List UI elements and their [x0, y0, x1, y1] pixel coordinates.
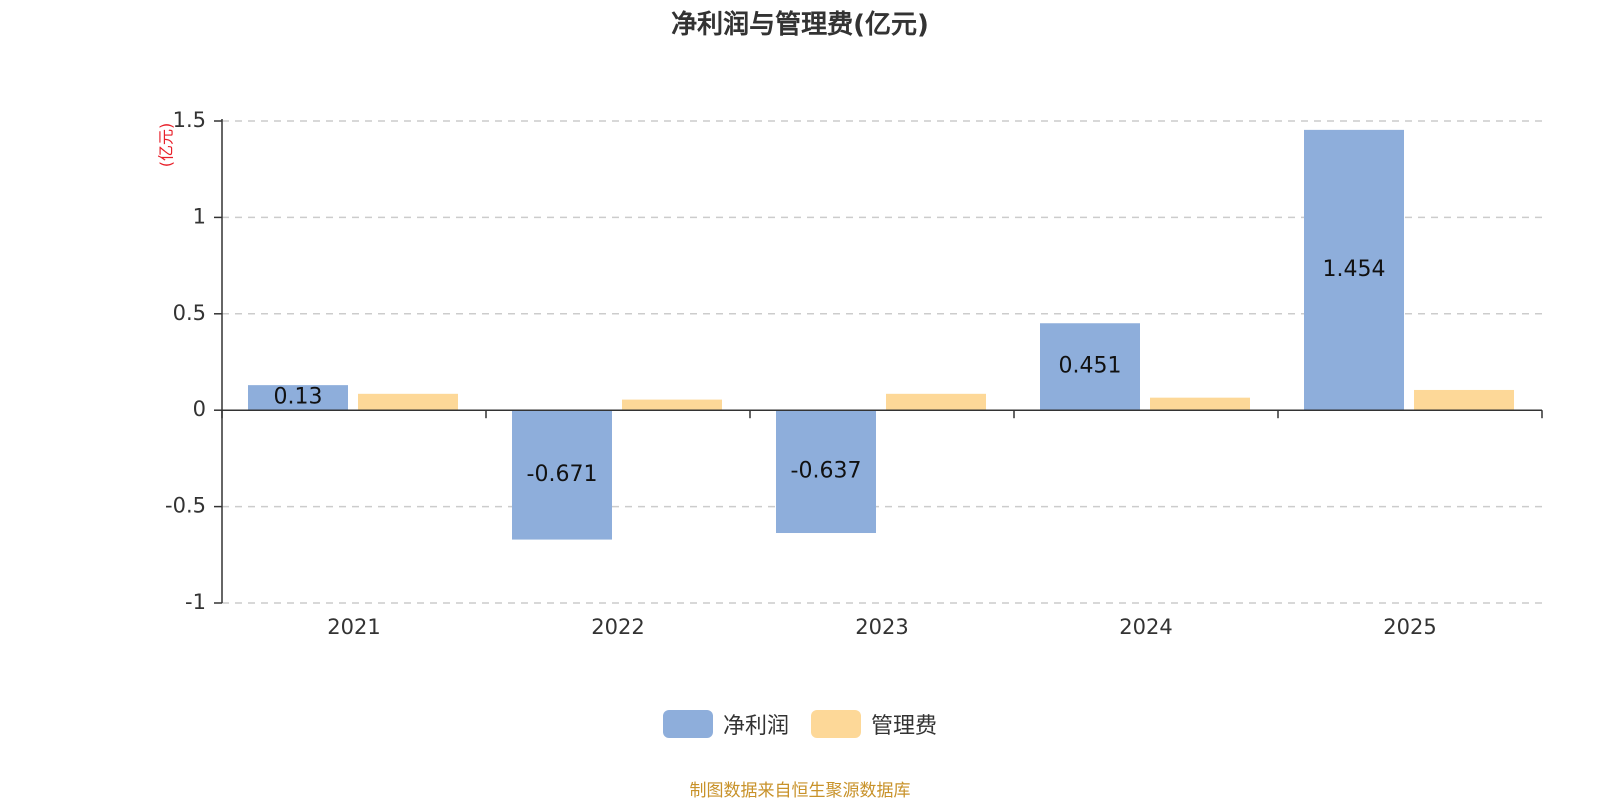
legend-swatch-admin-expense [811, 710, 861, 738]
bar-admin-expense [886, 393, 986, 411]
legend-item-admin-expense[interactable]: 管理费 [811, 708, 937, 740]
bar-admin-expense [358, 393, 458, 411]
bar-admin-expense [622, 399, 722, 411]
data-label: -0.637 [791, 459, 862, 484]
x-tick-label: 2023 [855, 615, 908, 639]
data-label: 0.13 [274, 385, 323, 410]
bar-net-profit [1040, 323, 1140, 411]
x-tick-label: 2025 [1383, 615, 1436, 639]
chart-title: 净利润与管理费(亿元) [671, 10, 929, 40]
data-label: 0.451 [1059, 354, 1122, 379]
y-tick-label: -0.5 [165, 494, 206, 518]
data-labels: 0.13 -0.671 -0.637 0.451 1.454 [274, 257, 1386, 487]
x-tick-label: 2022 [591, 615, 644, 639]
axes: -1 -0.5 0 0.5 1 1.5 2021 2022 2023 2024 2025 [165, 108, 1543, 639]
bar-net-profit [248, 385, 348, 411]
legend-swatch-net-profit [662, 710, 713, 738]
data-label: 1.454 [1323, 257, 1386, 282]
y-axis-unit-label: (亿元) [157, 123, 176, 168]
y-tick-label: 0.5 [173, 301, 206, 325]
bar-net-profit [512, 410, 612, 540]
y-tick-label: 1 [193, 204, 206, 228]
legend-label-net-profit: 净利润 [722, 714, 789, 739]
x-tick-label: 2024 [1119, 615, 1172, 639]
data-label: -0.671 [527, 462, 598, 487]
y-tick-label: -1 [185, 590, 206, 614]
x-tick-label: 2021 [327, 615, 380, 639]
legend-label-admin-expense: 管理费 [871, 714, 938, 739]
legend: 净利润 管理费 [0, 708, 1600, 740]
legend-item-net-profit[interactable]: 净利润 [662, 708, 789, 740]
bar-net-profit [776, 410, 876, 534]
bars [248, 129, 1514, 540]
y-tick-label: 1.5 [173, 108, 206, 132]
bar-net-profit [1304, 129, 1404, 411]
source-note: 制图数据来自恒生聚源数据库 [689, 781, 911, 801]
bar-admin-expense [1150, 397, 1250, 411]
y-tick-label: 0 [193, 397, 206, 421]
bar-admin-expense [1414, 389, 1514, 411]
